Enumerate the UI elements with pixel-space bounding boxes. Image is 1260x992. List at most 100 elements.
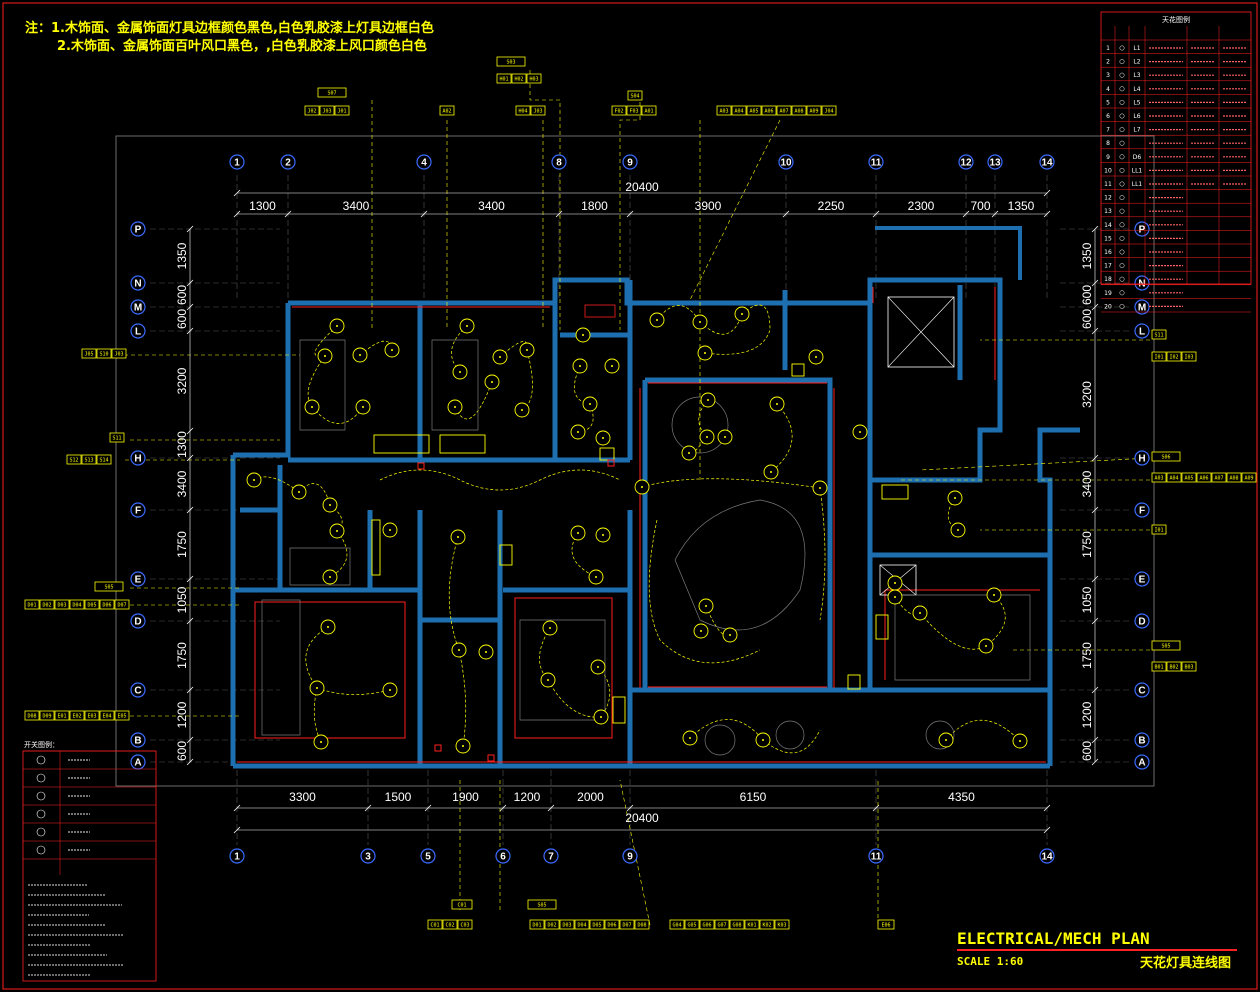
legend-symbol xyxy=(1119,276,1125,282)
axis-label: M xyxy=(134,303,142,314)
dim-text: 1300 xyxy=(249,199,276,213)
dim-text: 1050 xyxy=(1080,586,1094,613)
light-fixture-dot xyxy=(329,576,331,578)
dim-tick xyxy=(1091,686,1099,694)
light-fixture-dot xyxy=(705,605,707,607)
circuit-tag xyxy=(877,919,895,930)
light-fixture-dot xyxy=(1019,740,1021,742)
axis-label: C xyxy=(1138,686,1145,697)
shaft-box-red xyxy=(584,304,616,318)
light-fixture-dot xyxy=(457,536,459,538)
wire-run xyxy=(314,325,338,357)
circuit-tag xyxy=(530,105,546,116)
light-fixture-dot xyxy=(859,431,861,433)
legend-symbol xyxy=(1119,127,1125,133)
circuit-tag xyxy=(69,599,85,610)
circuit-tag xyxy=(806,105,822,116)
circuit-tag xyxy=(1166,351,1182,362)
dim-text: 1350 xyxy=(175,242,189,269)
dim-text: 1200 xyxy=(175,701,189,728)
circuit-tag xyxy=(1151,329,1167,340)
legend-code: L5 xyxy=(1133,99,1140,106)
circuit-tag-label: A04 xyxy=(1169,476,1178,482)
light-fixture-dot xyxy=(985,645,987,647)
dim-text: 1200 xyxy=(1080,701,1094,728)
armchair xyxy=(925,720,955,750)
dim-overall-bottom: 20400 xyxy=(625,811,659,825)
circuit-tag-label: J03 xyxy=(533,109,542,115)
dim-text: 1800 xyxy=(581,199,608,213)
light-fixture-dot xyxy=(499,356,501,358)
circuit-tag-label: D09 xyxy=(42,714,51,720)
circuit-tag-label: A08 xyxy=(794,109,803,115)
circuit-tag-label: C01 xyxy=(430,923,439,929)
dim-text: 4350 xyxy=(948,790,975,804)
legend-no: 12 xyxy=(1104,195,1112,202)
circuit-tag xyxy=(515,105,531,116)
linear-light xyxy=(439,434,486,454)
circuit-tag xyxy=(627,90,643,101)
dim-text: 2000 xyxy=(577,790,604,804)
wire-run xyxy=(305,626,329,689)
light-fixture-dot xyxy=(689,737,691,739)
light-fixture-dot xyxy=(595,576,597,578)
circuit-tag xyxy=(731,105,747,116)
circuit-tag xyxy=(319,105,335,116)
sofa xyxy=(674,499,806,631)
circuit-tag xyxy=(761,105,777,116)
wire-run xyxy=(641,478,821,489)
circuit-tag-label: A05 xyxy=(1184,476,1193,482)
light-fixture-dot xyxy=(324,355,326,357)
switch-symbol xyxy=(36,827,46,837)
circuit-tag xyxy=(776,105,792,116)
circuit-tag xyxy=(54,599,70,610)
legend-symbol xyxy=(1119,181,1125,187)
linear-light xyxy=(847,674,861,690)
dim-text: 3300 xyxy=(289,790,316,804)
light-fixture-dot xyxy=(577,532,579,534)
dim-tick xyxy=(186,327,194,335)
legend-no: 6 xyxy=(1106,113,1110,120)
armchair xyxy=(775,720,805,750)
wall xyxy=(233,303,291,458)
axis-bubble xyxy=(868,154,884,170)
axis-bubble xyxy=(1134,732,1150,748)
axis-label: 8 xyxy=(556,158,562,169)
wire-run xyxy=(311,406,364,424)
wire-run xyxy=(547,679,602,718)
axis-label: 13 xyxy=(989,158,1001,169)
dim-tick xyxy=(186,454,194,462)
circuit-tag-label: D07 xyxy=(622,923,631,929)
light-fixture-dot xyxy=(458,649,460,651)
circuit-tag xyxy=(1241,472,1257,483)
circuit-tag-label: G07 xyxy=(717,923,726,929)
dim-tick xyxy=(186,225,194,233)
legend-no: 4 xyxy=(1106,86,1110,93)
dim-text: 1350 xyxy=(1008,199,1035,213)
circuit-tag-label: S04 xyxy=(630,94,639,100)
axis-bubble xyxy=(130,732,146,748)
light-fixture-dot xyxy=(298,491,300,493)
axis-bubble xyxy=(130,613,146,629)
circuit-tag-label: A02 xyxy=(442,109,451,115)
circuit-tag-label: H03 xyxy=(529,77,538,83)
circuit-tag-label: F02 xyxy=(614,109,623,115)
light-fixture-dot xyxy=(894,582,896,584)
dim-text: 600 xyxy=(175,309,189,329)
axis-bubble xyxy=(229,154,245,170)
leader-line xyxy=(529,70,561,330)
light-fixture-dot xyxy=(521,409,523,411)
axis-label: C xyxy=(134,686,141,697)
axis-bubble xyxy=(495,848,511,864)
switch-symbol xyxy=(36,845,46,855)
circuit-tag xyxy=(99,599,115,610)
circuit-tag xyxy=(457,919,473,930)
axis-bubble xyxy=(1134,221,1150,237)
dim-text: 1300 xyxy=(175,431,189,458)
axis-bubble xyxy=(778,154,794,170)
circuit-tag-label: E03 xyxy=(87,714,96,720)
circuit-tag-label: E06 xyxy=(881,923,890,929)
switch-symbol xyxy=(36,791,46,801)
linear-light xyxy=(499,544,513,566)
light-fixture-dot xyxy=(336,530,338,532)
